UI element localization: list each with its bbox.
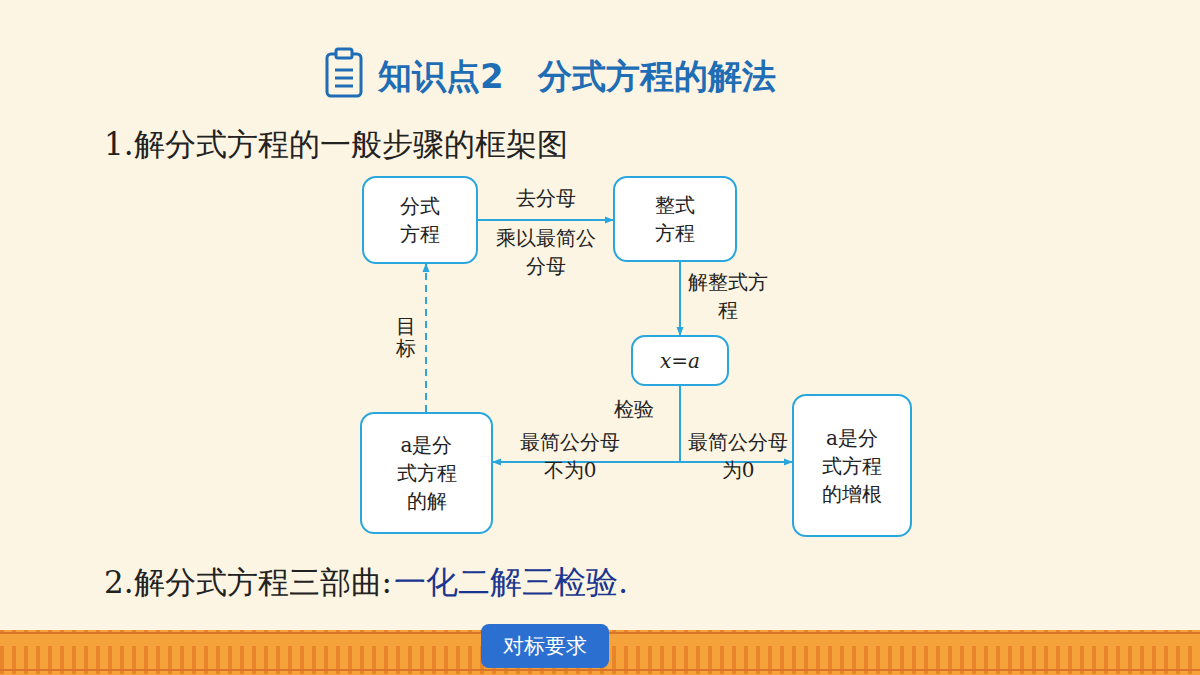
process-box: a是分式方程的增根	[792, 394, 912, 537]
connector	[478, 219, 613, 221]
box-text: 整式方程	[653, 191, 697, 247]
connector	[679, 262, 681, 335]
edge-label: 去分母	[494, 184, 598, 212]
steps-highlight: 一化二解三检验.	[394, 562, 628, 604]
subtitle: 1.解分式方程的一般步骤的框架图	[104, 124, 568, 164]
edge-label: 解整式方程	[688, 268, 768, 324]
process-box: 分式方程	[362, 176, 478, 264]
box-text: 分式方程	[398, 192, 442, 248]
edge-label: 最简公分母不为0	[512, 428, 628, 484]
clipboard-icon	[327, 49, 361, 96]
box-text: a是分式方程的增根	[819, 424, 885, 508]
steps-line: 2.解分式方程三部曲:	[104, 562, 392, 602]
title: 知识点2 分式方程的解法	[378, 56, 776, 97]
edge-label: 最简公分母为0	[686, 428, 790, 484]
process-box: x=a	[631, 335, 729, 386]
connector	[425, 264, 427, 412]
box-text: a是分式方程的解	[394, 431, 460, 515]
process-box: 整式方程	[613, 176, 737, 262]
edge-note: 乘以最简公分母	[494, 224, 598, 280]
button-label: 对标要求	[481, 633, 609, 660]
button	[481, 624, 609, 668]
edge-label: 目标	[396, 315, 416, 359]
box-text: x=a	[660, 347, 700, 375]
process-box: a是分式方程的解	[360, 412, 493, 534]
check-label: 检验	[614, 395, 654, 423]
